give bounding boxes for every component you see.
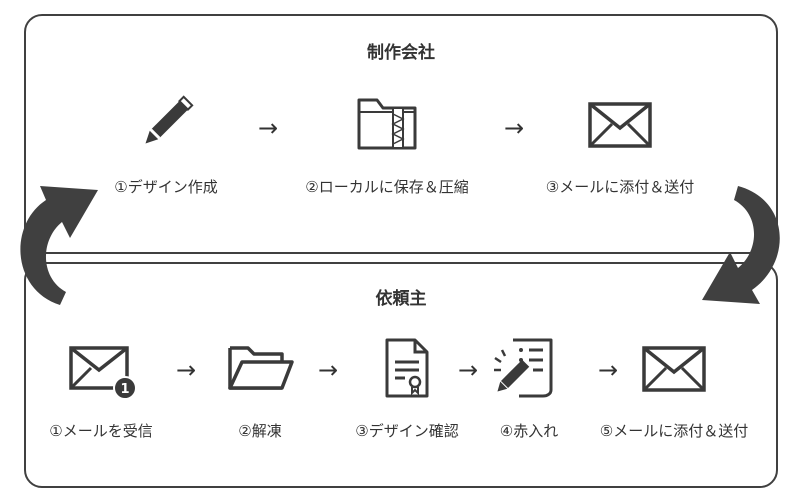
step-save-compress: ②ローカルに保存＆圧縮: [282, 88, 492, 197]
step-red-pen: ④赤入れ: [484, 332, 574, 441]
flow-arrow: →: [504, 114, 525, 142]
step-label: ②ローカルに保存＆圧縮: [305, 178, 469, 196]
client-panel: 依頼主 1 ①メールを受信 → ②解凍 → ③デザイン確認: [24, 262, 778, 488]
certificate-document-icon: [385, 338, 429, 398]
envelope-icon: [642, 346, 706, 392]
step-email-send: ③メールに添付＆送付: [530, 88, 710, 197]
step-receive-email: 1 ①メールを受信: [36, 332, 166, 441]
step-label: ③デザイン確認: [355, 422, 459, 440]
pencil-icon: [145, 95, 194, 144]
envelope-icon: [588, 102, 652, 148]
agency-title: 制作会社: [367, 43, 435, 63]
flow-arrow: →: [176, 356, 197, 384]
step-label: ④赤入れ: [499, 422, 559, 440]
step-label: ①メールを受信: [49, 422, 153, 440]
flow-arrow: →: [318, 356, 339, 384]
flow-arrow: →: [598, 356, 619, 384]
step-extract: ②解凍: [210, 332, 310, 441]
flow-arrow: →: [458, 356, 479, 384]
flow-arrow: →: [258, 114, 279, 142]
zip-folder-icon: [357, 98, 417, 150]
envelope-notification-icon: 1: [69, 346, 137, 400]
step-label: ①デザイン作成: [114, 178, 218, 196]
step-email-return: ⑤メールに添付＆送付: [584, 332, 764, 441]
step-label: ②解凍: [238, 422, 282, 440]
step-label: ③メールに添付＆送付: [545, 178, 695, 196]
edit-document-icon: [494, 338, 553, 398]
step-label: ⑤メールに添付＆送付: [599, 422, 749, 440]
notification-badge: 1: [120, 382, 129, 397]
client-title: 依頼主: [375, 289, 427, 309]
agency-panel: 制作会社 ①デザイン作成 → ②ローカルに保存＆圧縮 →: [24, 14, 778, 254]
open-folder-icon: [228, 346, 294, 390]
step-design-review: ③デザイン確認: [342, 332, 472, 441]
step-design-creation: ①デザイン作成: [96, 88, 236, 197]
